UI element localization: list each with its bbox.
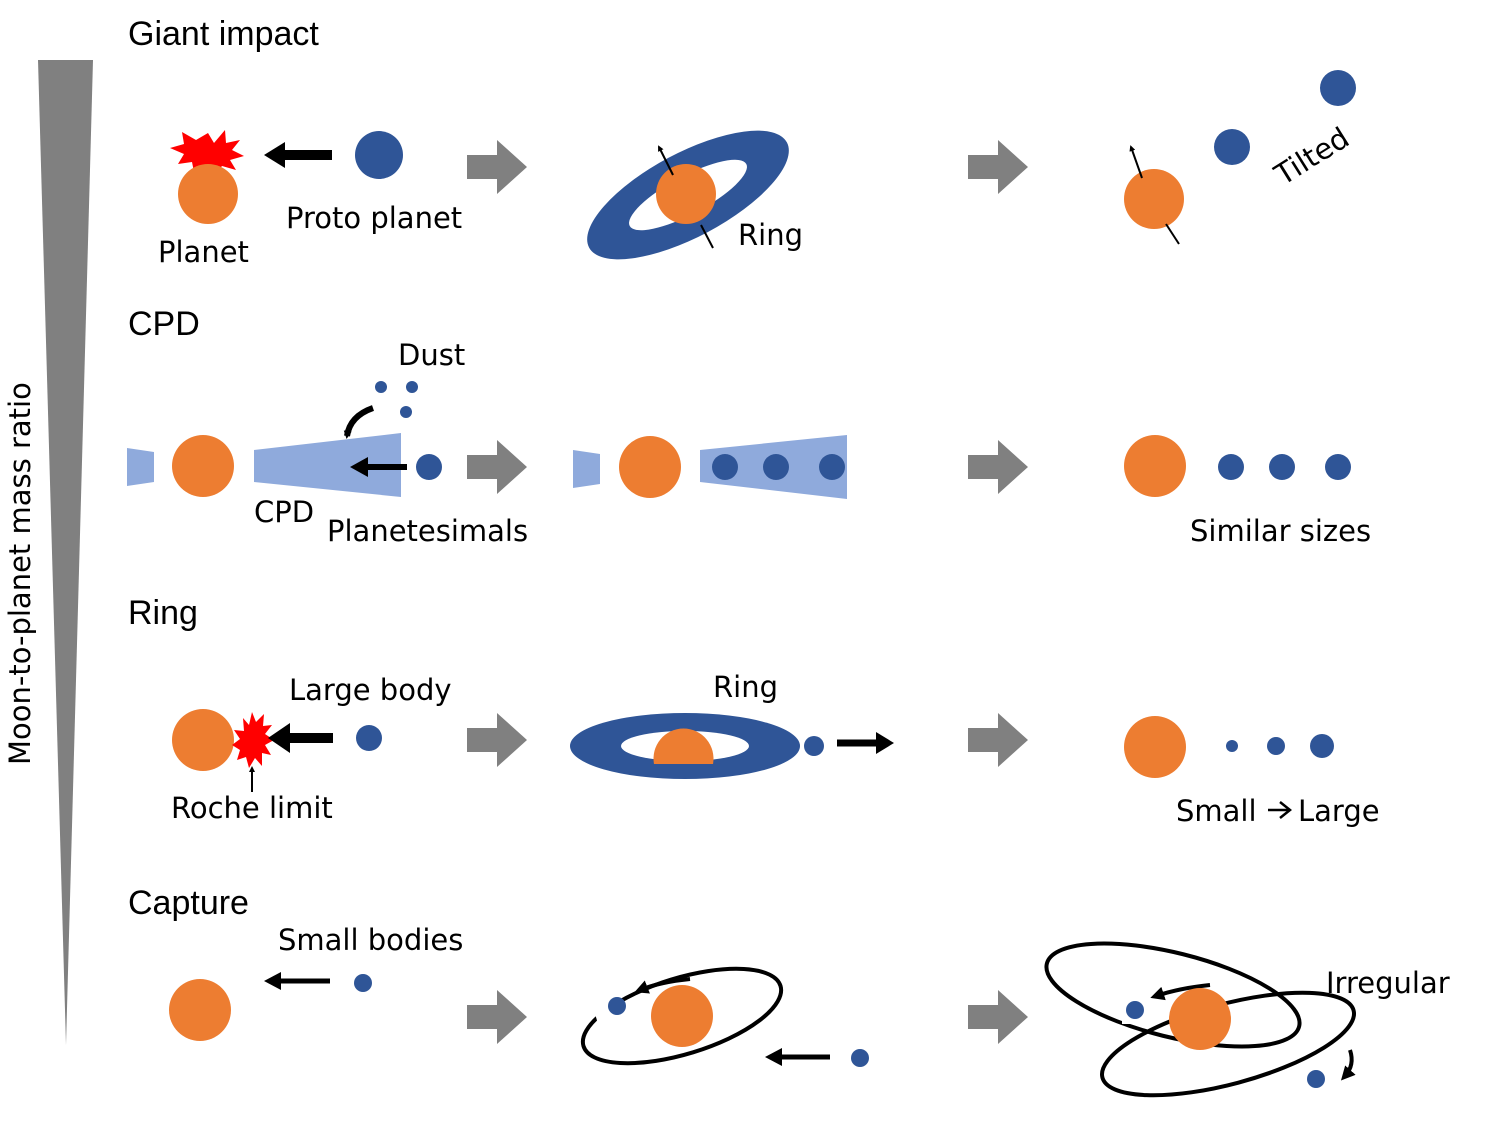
spin-axis-tilted-tail bbox=[1165, 223, 1180, 245]
irregular-moon-2 bbox=[1307, 1070, 1325, 1088]
impact-burst-icon bbox=[170, 130, 244, 178]
dust-grain bbox=[375, 381, 387, 393]
irregular-orbit-direction-2 bbox=[1340, 1049, 1356, 1081]
spin-axis-tilted-arrow bbox=[1129, 145, 1143, 179]
moon-large bbox=[1310, 734, 1334, 758]
planet-cpd-2 bbox=[619, 436, 681, 498]
cpd-disk-outer bbox=[254, 433, 401, 497]
label-small-bodies: Small bodies bbox=[278, 923, 463, 957]
second-approach-arrow-head bbox=[765, 1048, 782, 1066]
impact-arrow-head bbox=[264, 142, 285, 168]
section-title-ring: Ring bbox=[128, 594, 198, 632]
flow-arrow-8 bbox=[968, 990, 1028, 1044]
planet-ring-section bbox=[172, 709, 234, 771]
cpd-disk-inner-2 bbox=[573, 450, 600, 488]
spin-axis-tail bbox=[700, 224, 714, 249]
planet-ring-stage-2 bbox=[653, 728, 714, 764]
small-body-2 bbox=[851, 1049, 869, 1067]
spreading-moonlet bbox=[804, 736, 824, 756]
flow-arrow-2 bbox=[968, 140, 1028, 194]
planet-tilted bbox=[1124, 169, 1184, 229]
moonlet bbox=[712, 454, 738, 480]
large-body bbox=[356, 725, 382, 751]
planet-cpd bbox=[172, 435, 234, 497]
proto-planet bbox=[355, 131, 403, 179]
planet bbox=[178, 164, 238, 224]
moon-tilted-1 bbox=[1214, 129, 1250, 165]
irregular-orbit-direction bbox=[1150, 983, 1211, 1001]
planet-capture-2 bbox=[651, 985, 713, 1047]
size-gradient-arrow-head bbox=[1279, 801, 1293, 819]
label-ring-2: Ring bbox=[713, 670, 778, 704]
captured-body bbox=[608, 997, 626, 1015]
dust-grain bbox=[400, 406, 412, 418]
label-cpd: CPD bbox=[254, 495, 314, 529]
moon-small bbox=[1226, 740, 1238, 752]
label-planet: Planet bbox=[158, 235, 249, 269]
planet-ring-stage bbox=[656, 164, 716, 224]
section-title-cpd: CPD bbox=[128, 305, 200, 343]
label-small: Small bbox=[1176, 794, 1257, 828]
label-tilted: Tilted bbox=[1268, 120, 1355, 192]
moonlet bbox=[763, 454, 789, 480]
spin-axis-arrow bbox=[658, 145, 674, 176]
tidal-disruption-icon bbox=[232, 712, 274, 768]
flow-arrow-6 bbox=[968, 713, 1028, 767]
flow-arrow-1 bbox=[467, 140, 527, 194]
moon-similar bbox=[1218, 454, 1244, 480]
moon-similar bbox=[1325, 454, 1351, 480]
flow-arrow-4 bbox=[968, 440, 1028, 494]
moonlet bbox=[819, 454, 845, 480]
moon-medium bbox=[1267, 737, 1285, 755]
axis-label: Moon-to-planet mass ratio bbox=[3, 382, 37, 765]
label-similar-sizes: Similar sizes bbox=[1190, 514, 1371, 548]
moon-similar bbox=[1269, 454, 1295, 480]
flow-arrow-7 bbox=[467, 990, 527, 1044]
planetesimal-arrow-head bbox=[350, 457, 368, 477]
label-ring: Ring bbox=[738, 218, 803, 252]
label-planetesimals: Planetesimals bbox=[327, 514, 528, 548]
planet-ring-section-3 bbox=[1124, 716, 1186, 778]
planet-capture bbox=[169, 979, 231, 1041]
body-infall-arrow-head bbox=[268, 723, 290, 753]
cpd-disk-inner bbox=[127, 448, 154, 486]
planetesimal bbox=[416, 454, 442, 480]
dust-infall-arrow bbox=[343, 405, 375, 439]
label-large: Large bbox=[1298, 794, 1380, 828]
moon-tilted-2 bbox=[1320, 70, 1356, 106]
flow-arrow-3 bbox=[467, 440, 527, 494]
planet-capture-3 bbox=[1169, 988, 1231, 1050]
section-title-capture: Capture bbox=[128, 884, 249, 922]
label-irregular: Irregular bbox=[1326, 966, 1450, 1000]
planet-cpd-3 bbox=[1124, 435, 1186, 497]
label-dust: Dust bbox=[398, 338, 465, 372]
label-roche-limit: Roche limit bbox=[171, 791, 333, 825]
label-proto-planet: Proto planet bbox=[286, 201, 462, 235]
irregular-orbit-1 bbox=[1044, 941, 1302, 1049]
orbit-direction-arrow bbox=[634, 977, 691, 994]
irregular-moon-1 bbox=[1126, 1001, 1144, 1019]
flow-arrow-5 bbox=[467, 713, 527, 767]
approach-arrow-head bbox=[264, 972, 281, 990]
small-body bbox=[354, 974, 372, 992]
irregular-orbit-2 bbox=[1100, 990, 1356, 1098]
outward-migration-arrow-head bbox=[876, 732, 894, 754]
section-title-giant-impact: Giant impact bbox=[128, 15, 319, 53]
label-large-body: Large body bbox=[289, 673, 452, 707]
mass-ratio-wedge bbox=[38, 60, 93, 1045]
dust-grain bbox=[406, 381, 418, 393]
